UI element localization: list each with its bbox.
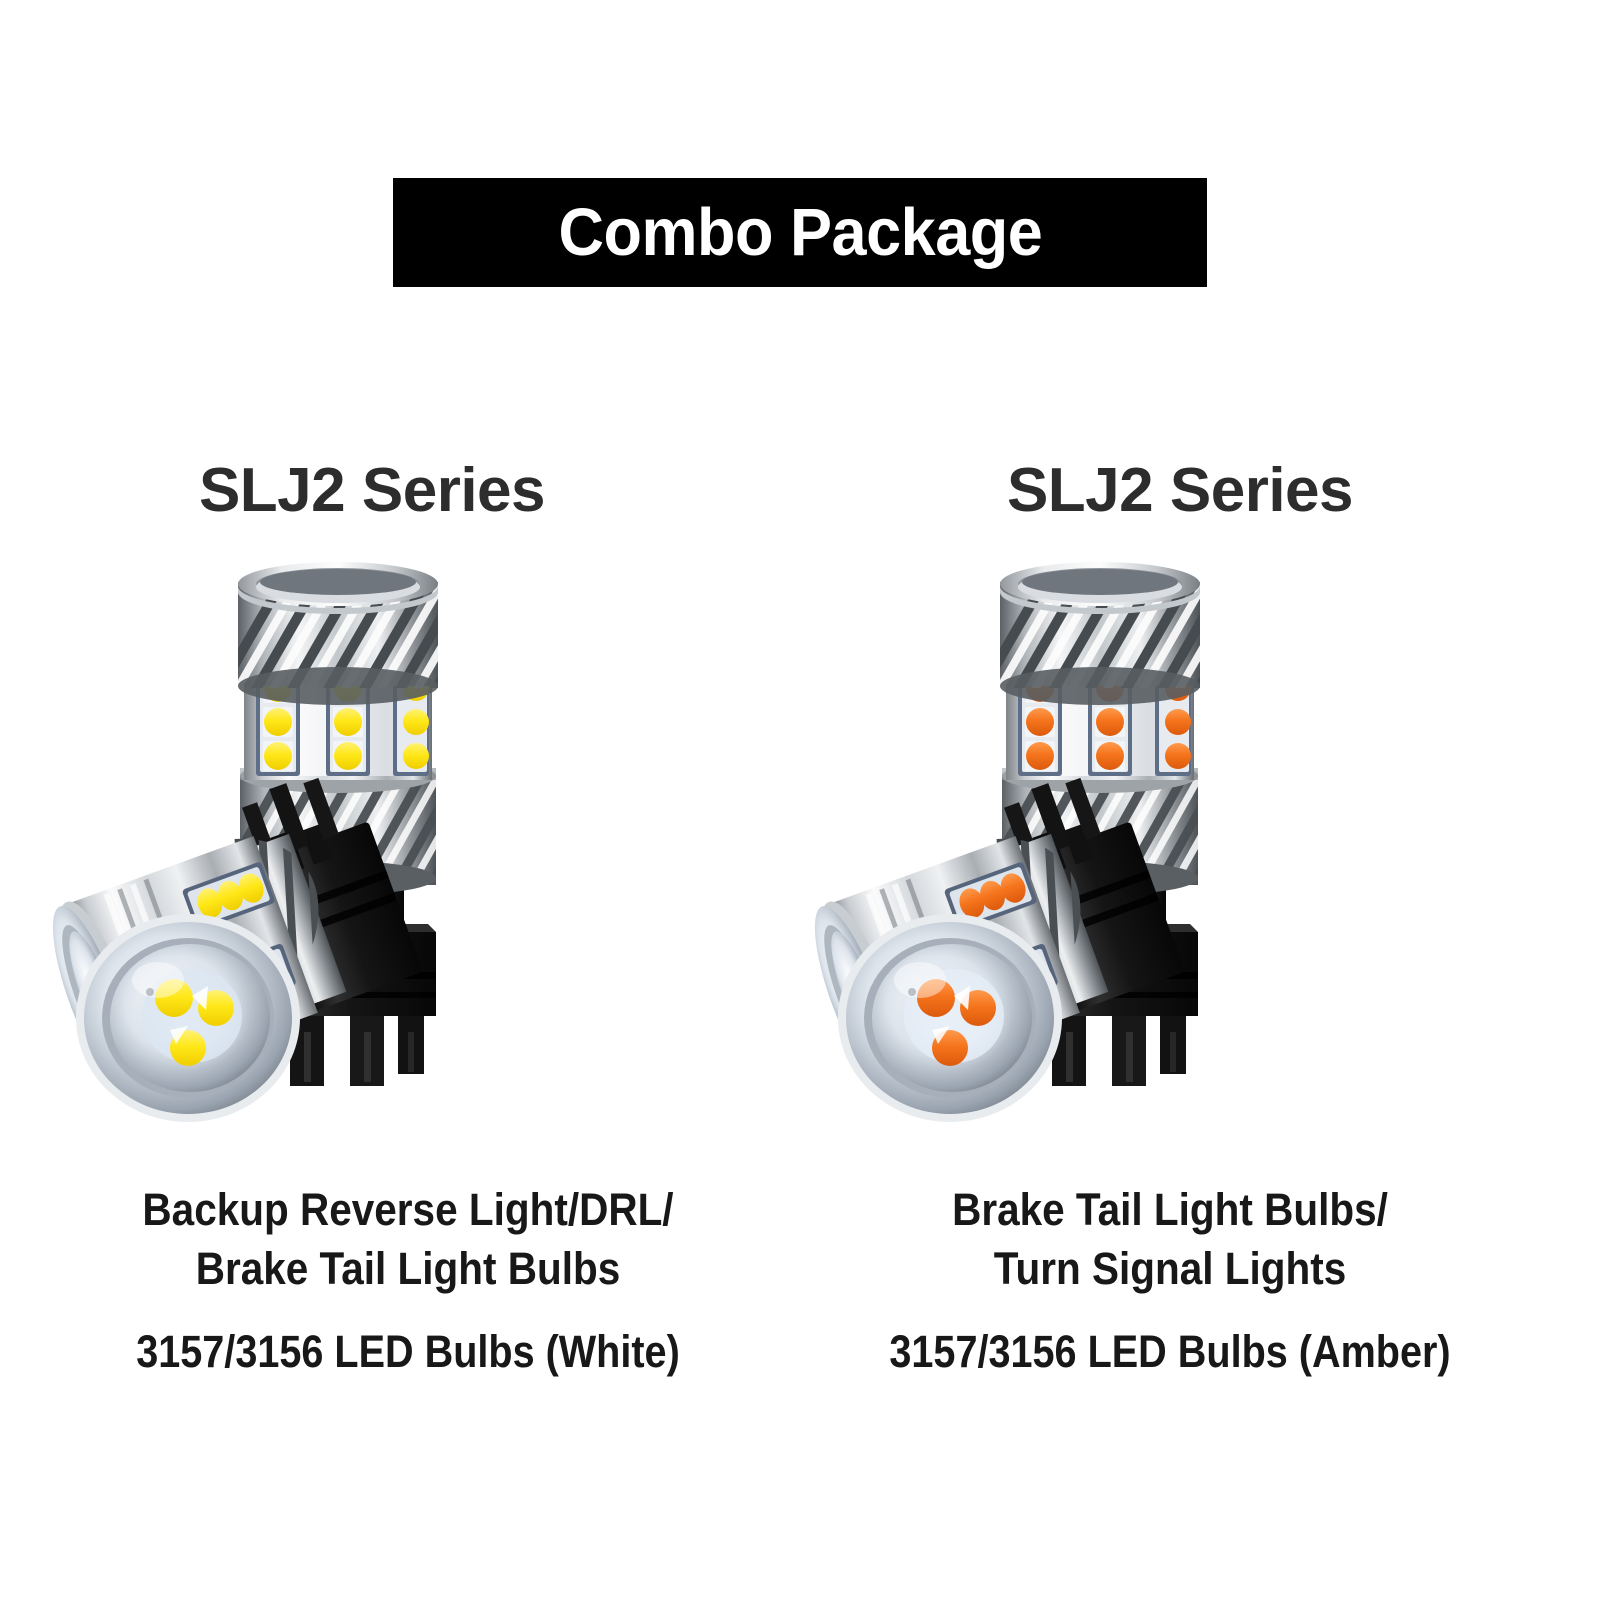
product-card-amber: SLJ2 Series <box>800 440 1540 1400</box>
bulb-image-amber <box>800 540 1540 1180</box>
caption-block-amber: Brake Tail Light Bulbs/ Turn Signal Ligh… <box>800 1180 1540 1379</box>
series-heading-amber: SLJ2 Series <box>1006 456 1354 525</box>
lying-bulb-amber <box>814 777 1184 1122</box>
front-lens-amber <box>838 914 1062 1122</box>
led-panel-side <box>944 862 1037 931</box>
product-card-white: SLJ2 Series <box>38 440 778 1400</box>
title-banner: Combo Package <box>393 178 1207 287</box>
lying-bulb-white <box>52 777 422 1122</box>
caption-main-white: Backup Reverse Light/DRL/ Brake Tail Lig… <box>142 1184 674 1295</box>
upper-heatsink <box>1000 562 1200 705</box>
led-panel-side <box>182 862 275 931</box>
caption-main-amber: Brake Tail Light Bulbs/ Turn Signal Ligh… <box>952 1184 1388 1295</box>
series-heading-white: SLJ2 Series <box>198 456 546 525</box>
caption-sub-white: 3157/3156 LED Bulbs (White) <box>136 1325 680 1377</box>
bulb-image-white <box>38 540 778 1180</box>
caption-sub-amber: 3157/3156 LED Bulbs (Amber) <box>889 1325 1451 1377</box>
caption-block-white: Backup Reverse Light/DRL/ Brake Tail Lig… <box>38 1180 778 1379</box>
page-title: Combo Package <box>558 195 1042 270</box>
upper-heatsink <box>238 562 438 705</box>
front-lens-white <box>76 914 300 1122</box>
